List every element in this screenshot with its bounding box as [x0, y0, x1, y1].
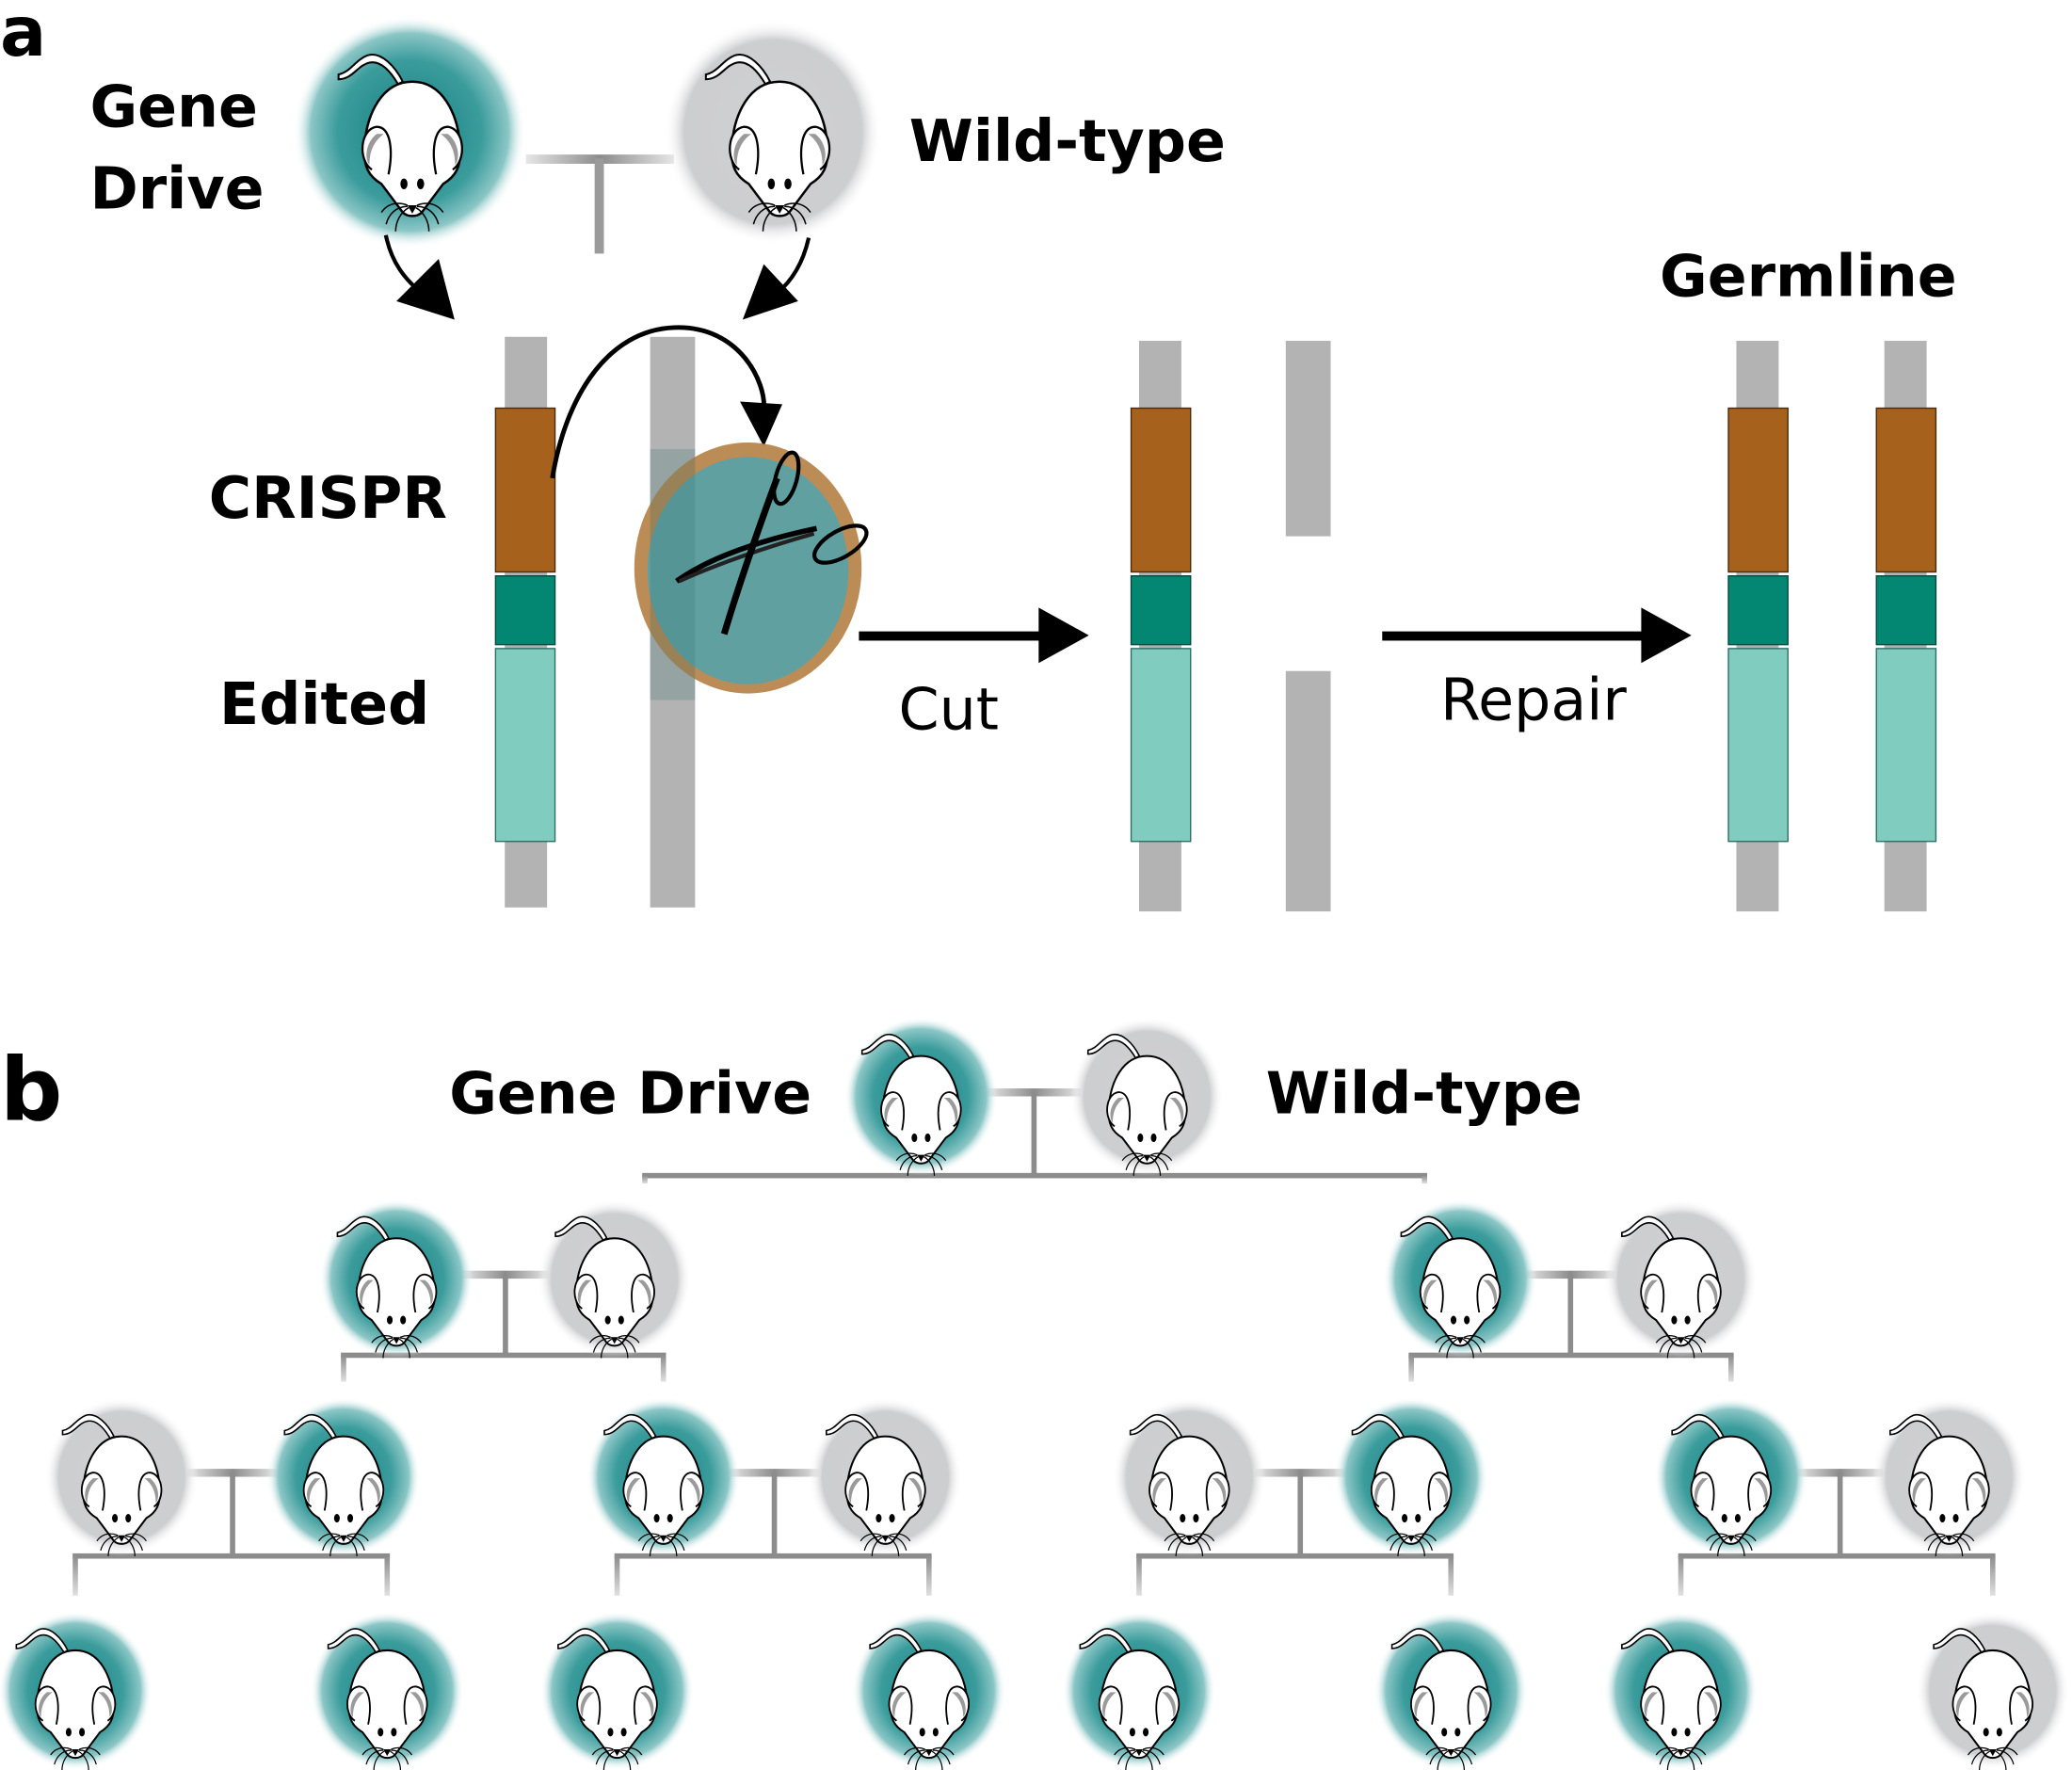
drive-marker-segment-3	[1727, 575, 1789, 646]
offspring-bar	[614, 1553, 932, 1559]
edited-segment-2	[1130, 648, 1192, 843]
descent-line	[614, 1555, 620, 1596]
wild-type-label-b: Wild-type	[1266, 1060, 1582, 1128]
wild-type-mouse	[44, 1397, 199, 1557]
edited-label: Edited	[219, 670, 429, 738]
gene-drive-mouse	[310, 1611, 464, 1770]
wild-type-mouse	[1604, 1199, 1758, 1360]
mating-stem	[594, 158, 604, 254]
gd-arrowhead-icon	[396, 258, 455, 320]
descent-line	[1678, 1555, 1684, 1596]
cut-arrowhead-icon	[1038, 607, 1089, 664]
descent-line	[341, 1355, 346, 1382]
crispr-segment-2	[1130, 407, 1192, 573]
gene-drive-mouse	[852, 1611, 1006, 1770]
offspring-bar	[1408, 1352, 1734, 1359]
descent-line	[660, 1355, 667, 1382]
gene-drive-mouse	[266, 1397, 421, 1557]
scissors-icon	[675, 450, 869, 636]
gene-drive-mouse	[1604, 1611, 1758, 1770]
crispr-segment	[494, 407, 556, 573]
descent-line	[72, 1555, 78, 1596]
gene-drive-mouse	[586, 1397, 741, 1557]
offspring-stem	[1567, 1274, 1574, 1356]
gene-drive-label-line1: Gene	[89, 73, 257, 141]
offspring-stem	[1031, 1092, 1037, 1176]
gene-drive-mouse	[1062, 1611, 1216, 1770]
offspring-bar	[642, 1172, 1427, 1179]
gene-drive-mouse	[1654, 1397, 1808, 1557]
repair-arrow	[1382, 631, 1647, 641]
offspring-bar	[341, 1352, 667, 1359]
cut-wt-chromosome-bottom	[1285, 670, 1331, 912]
crispr-expression-arrow	[550, 325, 766, 479]
gene-drive-mouse	[1334, 1397, 1488, 1557]
panel-a-label: a	[0, 0, 46, 72]
panel-b: b Gene Drive Wild-type	[0, 1017, 2070, 1770]
cut-wt-chromosome-top	[1285, 340, 1331, 537]
drive-marker-segment-4	[1875, 575, 1937, 646]
wild-type-mouse	[1112, 1397, 1266, 1557]
gene-drive-mouse	[319, 1199, 474, 1360]
repair-label: Repair	[1440, 667, 1627, 734]
edited-segment-4	[1875, 648, 1937, 843]
cut-label: Cut	[899, 675, 999, 743]
germline-label: Germline	[1660, 242, 1957, 310]
descent-line	[1989, 1555, 1996, 1596]
gene-drive-mouse	[540, 1611, 694, 1770]
crispr-segment-3	[1727, 407, 1789, 573]
gene-drive-mouse	[1373, 1611, 1528, 1770]
gene-drive-label: Gene Drive	[449, 1060, 811, 1128]
descent-line	[1421, 1175, 1427, 1184]
wild-type-label: Wild-type	[909, 107, 1226, 175]
drive-marker-segment-2	[1130, 575, 1192, 646]
offspring-bar	[72, 1553, 391, 1559]
gene-drive-mouse	[1383, 1199, 1537, 1360]
offspring-stem	[1837, 1472, 1843, 1556]
panel-a: a Gene Drive Wild-type CRISPR Edited	[0, 0, 1957, 912]
offspring-stem	[1297, 1472, 1304, 1556]
wild-type-mouse	[1069, 1017, 1224, 1177]
wild-type-mouse	[809, 1397, 962, 1557]
offspring-stem	[771, 1472, 778, 1556]
pedigree-mice	[0, 1017, 2070, 1770]
gene-drive-label-line2: Drive	[89, 155, 264, 223]
descent-line	[1728, 1355, 1734, 1382]
cut-arrow	[859, 631, 1044, 641]
pedigree-lines	[72, 1088, 1996, 1596]
gene-drive-mouse	[843, 1017, 998, 1177]
descent-line	[642, 1175, 648, 1184]
panel-b-label: b	[0, 1039, 62, 1141]
crispr-label: CRISPR	[209, 464, 447, 532]
offspring-stem	[230, 1472, 235, 1556]
offspring-stem	[503, 1274, 508, 1356]
wild-type-mouse	[538, 1199, 692, 1360]
crispr-arrowhead-icon	[740, 401, 782, 447]
edited-segment	[494, 648, 556, 843]
descent-line	[1408, 1355, 1414, 1382]
repair-arrowhead-icon	[1641, 607, 1692, 664]
descent-line	[384, 1555, 391, 1596]
descent-line	[1136, 1555, 1142, 1596]
edited-segment-3	[1727, 648, 1789, 843]
crispr-segment-4	[1875, 407, 1937, 573]
gene-drive-mouse	[0, 1611, 153, 1770]
wt-arrowhead-icon	[742, 264, 798, 320]
descent-line	[1448, 1555, 1454, 1596]
drive-marker-segment	[494, 575, 556, 646]
wild-type-mouse	[1872, 1397, 2026, 1557]
cas9-inner	[647, 457, 849, 684]
descent-line	[925, 1555, 932, 1596]
offspring-bar	[1678, 1553, 1996, 1559]
offspring-bar	[1136, 1553, 1454, 1559]
wild-type-mouse	[1916, 1611, 2070, 1770]
